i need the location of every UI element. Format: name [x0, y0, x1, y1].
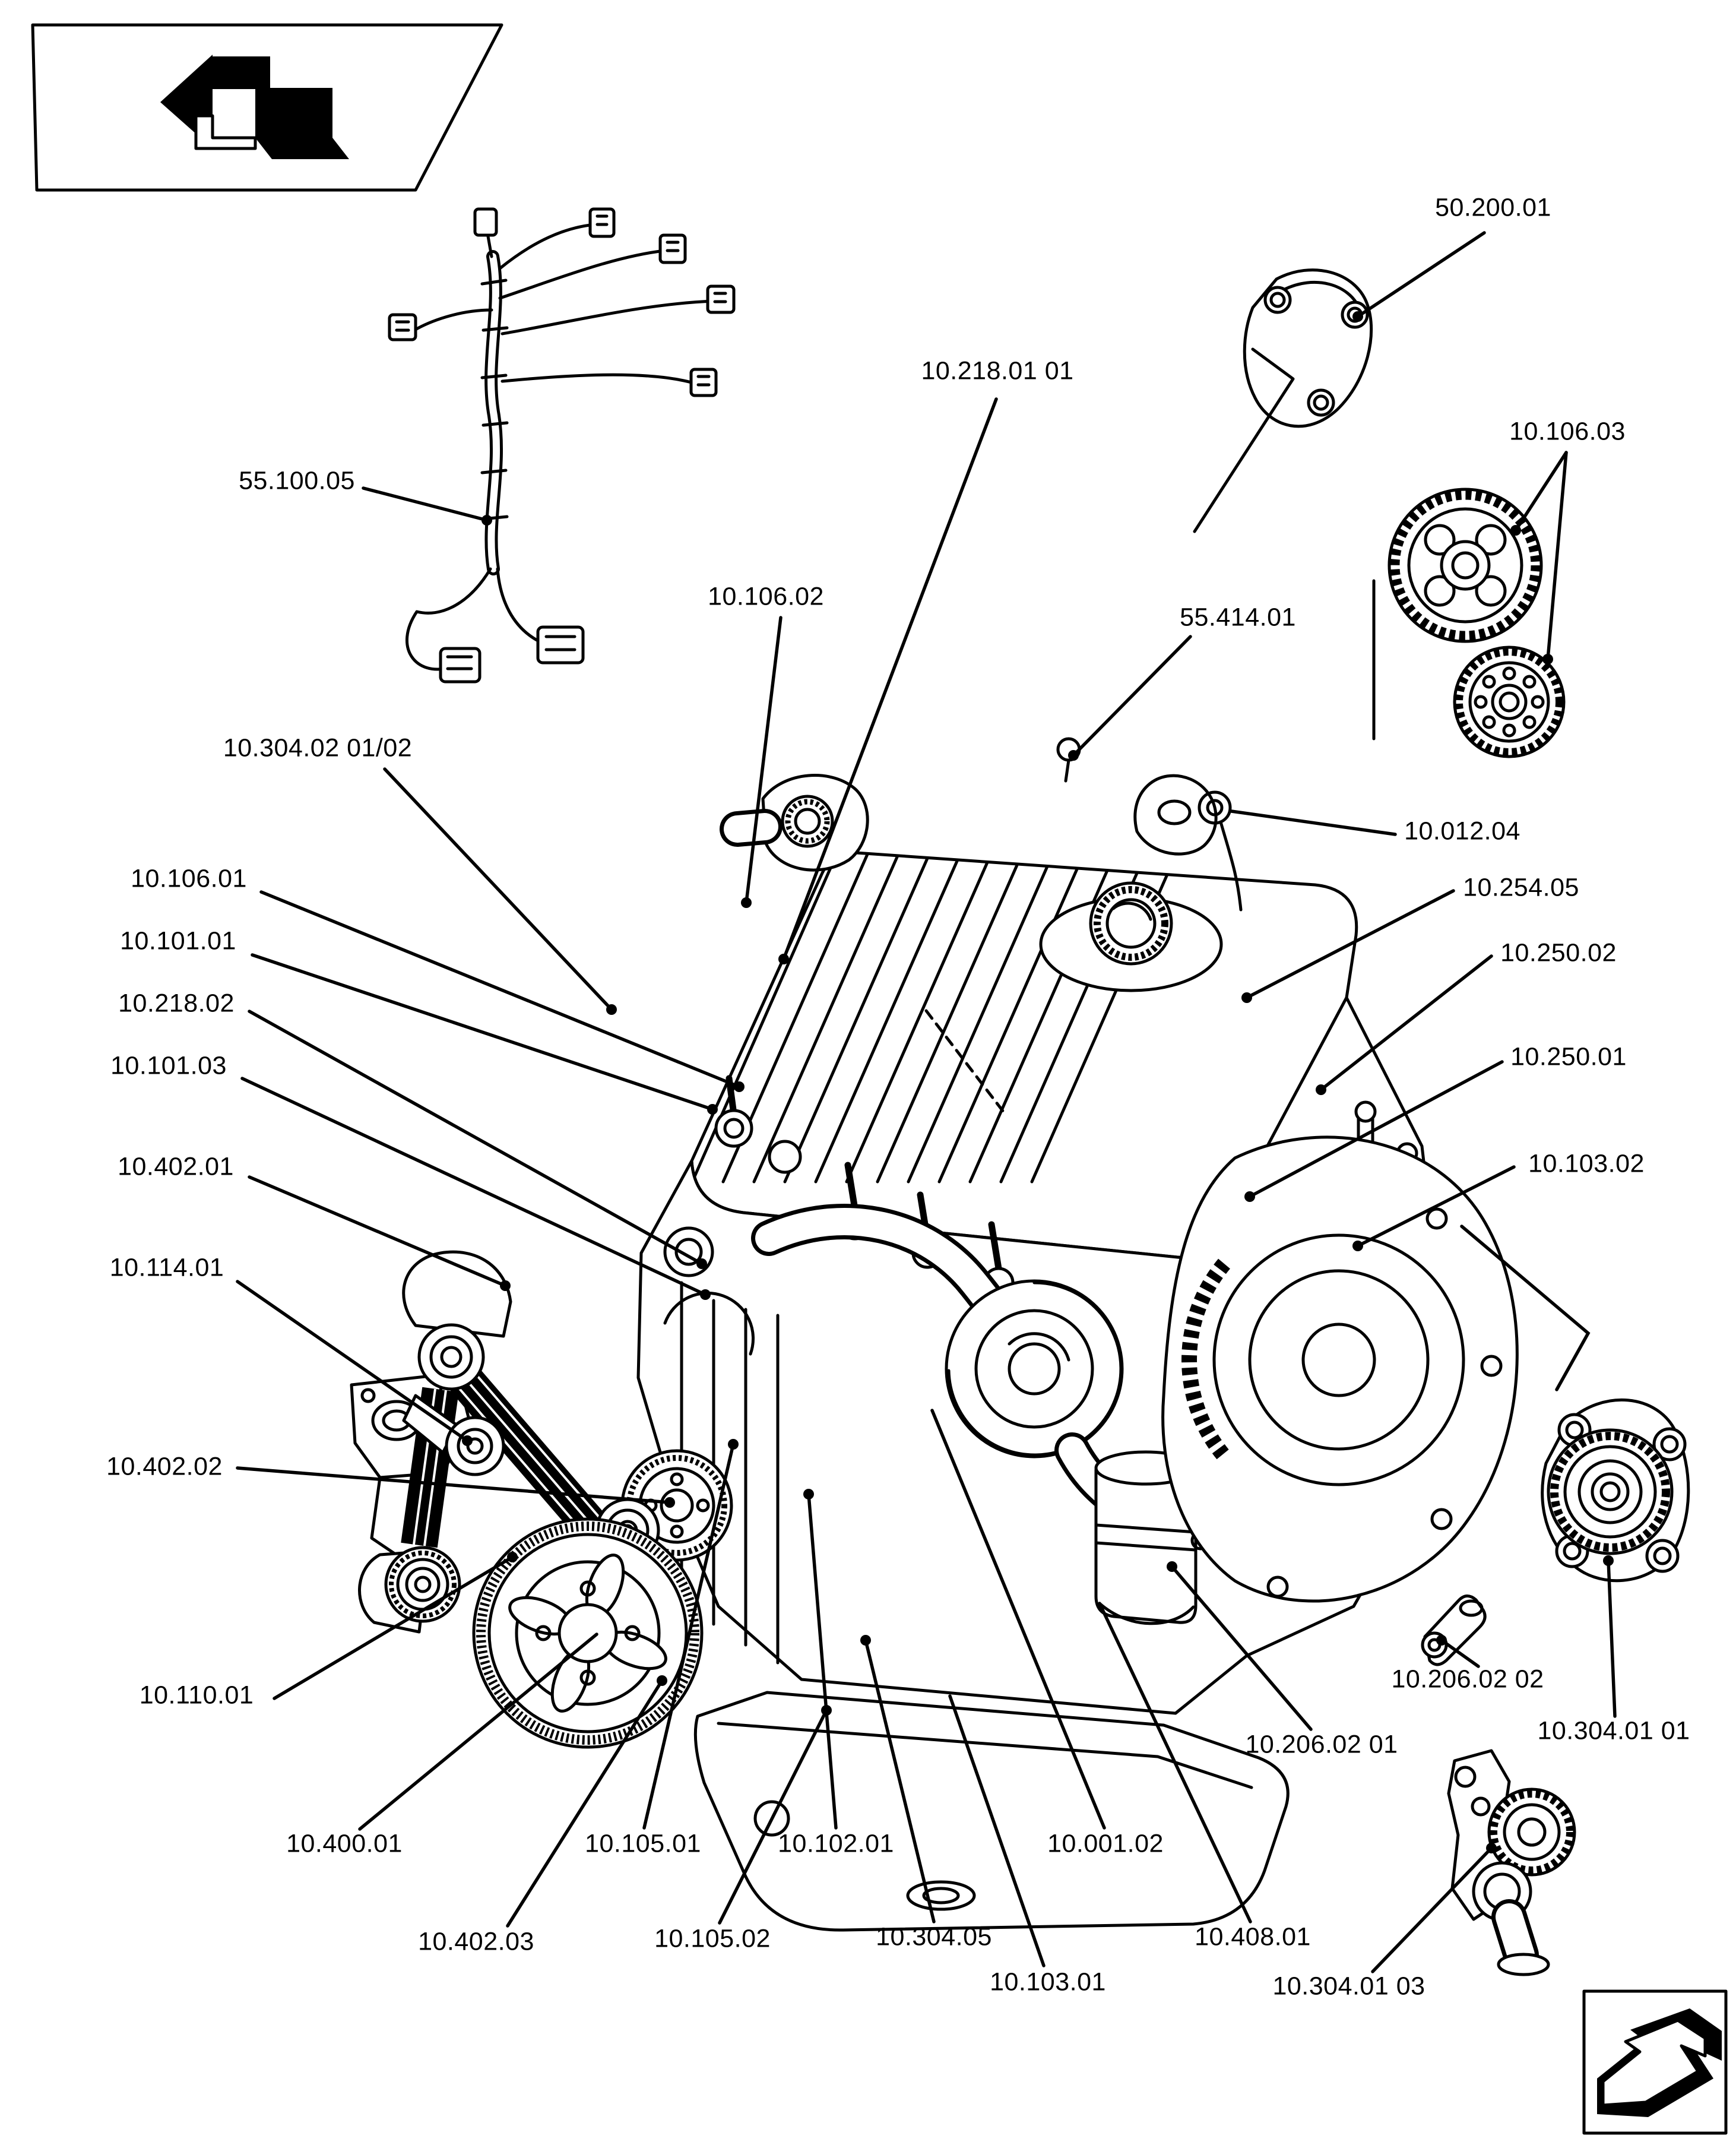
oil-pump-assembly: [1447, 1749, 1576, 1976]
lifting-eye: [1133, 774, 1218, 856]
prev-page-icon-art: [31, 23, 503, 192]
part-label-10-304-05[interactable]: 10.304.05: [876, 1922, 992, 1951]
part-label-10-103-01[interactable]: 10.103.01: [990, 1967, 1106, 1997]
crankshaft-pulley: [472, 1517, 704, 1749]
cover-plate: [1243, 268, 1373, 428]
part-label-10-101-01[interactable]: 10.101.01: [120, 926, 236, 956]
part-label-50-200-01[interactable]: 50.200.01: [1435, 193, 1551, 222]
part-label-10-402-02[interactable]: 10.402.02: [106, 1452, 223, 1481]
part-label-10-250-01[interactable]: 10.250.01: [1510, 1042, 1627, 1071]
part-label-10-402-01[interactable]: 10.402.01: [118, 1152, 234, 1181]
prev-page-button[interactable]: [30, 23, 505, 195]
part-label-10-218-01-01[interactable]: 10.218.01 01: [921, 356, 1074, 385]
part-label-10-304-01-01[interactable]: 10.304.01 01: [1537, 1716, 1690, 1745]
part-label-10-110-01[interactable]: 10.110.01: [139, 1681, 254, 1710]
part-label-10-102-01[interactable]: 10.102.01: [778, 1829, 894, 1858]
part-label-10-106-02[interactable]: 10.106.02: [708, 582, 824, 611]
part-label-10-304-02-01-02[interactable]: 10.304.02 01/02: [223, 733, 413, 763]
timing-gears: [1193, 347, 1566, 758]
part-label-10-101-03[interactable]: 10.101.03: [110, 1051, 227, 1080]
part-label-10-304-01-03[interactable]: 10.304.01 03: [1272, 1972, 1425, 2001]
alternator: [402, 1250, 512, 1391]
part-label-10-206-02-02[interactable]: 10.206.02 02: [1391, 1665, 1544, 1694]
thermostat-housing: [720, 774, 869, 872]
belt-tensioner: [402, 1394, 505, 1476]
part-label-10-206-02-01[interactable]: 10.206.02 01: [1245, 1730, 1398, 1759]
part-label-10-254-05[interactable]: 10.254.05: [1463, 873, 1579, 902]
part-label-10-105-02[interactable]: 10.105.02: [654, 1924, 771, 1953]
part-label-10-250-02[interactable]: 10.250.02: [1500, 938, 1617, 967]
part-label-10-408-01[interactable]: 10.408.01: [1195, 1922, 1311, 1951]
part-label-10-105-01[interactable]: 10.105.01: [585, 1829, 701, 1858]
part-label-55-100-05[interactable]: 55.100.05: [239, 466, 355, 495]
part-label-10-106-01[interactable]: 10.106.01: [131, 864, 247, 893]
part-label-10-103-02[interactable]: 10.103.02: [1528, 1149, 1645, 1178]
flange-gear: [1541, 1398, 1690, 1583]
part-label-55-414-01[interactable]: 55.414.01: [1180, 603, 1296, 632]
next-page-icon-art: [1582, 1989, 1728, 2135]
leader-lines: [236, 231, 1617, 1973]
part-label-10-012-04[interactable]: 10.012.04: [1404, 817, 1520, 846]
part-label-10-400-01[interactable]: 10.400.01: [286, 1829, 403, 1858]
wiring-harness: [388, 207, 736, 684]
part-label-10-114-01[interactable]: 10.114.01: [109, 1253, 224, 1282]
oil-dipstick: [1198, 790, 1243, 912]
part-label-10-001-02[interactable]: 10.001.02: [1047, 1829, 1164, 1858]
part-label-10-106-03[interactable]: 10.106.03: [1509, 417, 1626, 446]
part-label-10-218-02[interactable]: 10.218.02: [118, 989, 235, 1018]
next-page-button[interactable]: [1580, 1988, 1730, 2137]
part-label-10-402-03[interactable]: 10.402.03: [418, 1927, 534, 1956]
ac-compressor: [358, 1546, 461, 1634]
exhaust-tube-stub: [1421, 1594, 1487, 1666]
flywheel-housing: [1161, 1135, 1519, 1603]
